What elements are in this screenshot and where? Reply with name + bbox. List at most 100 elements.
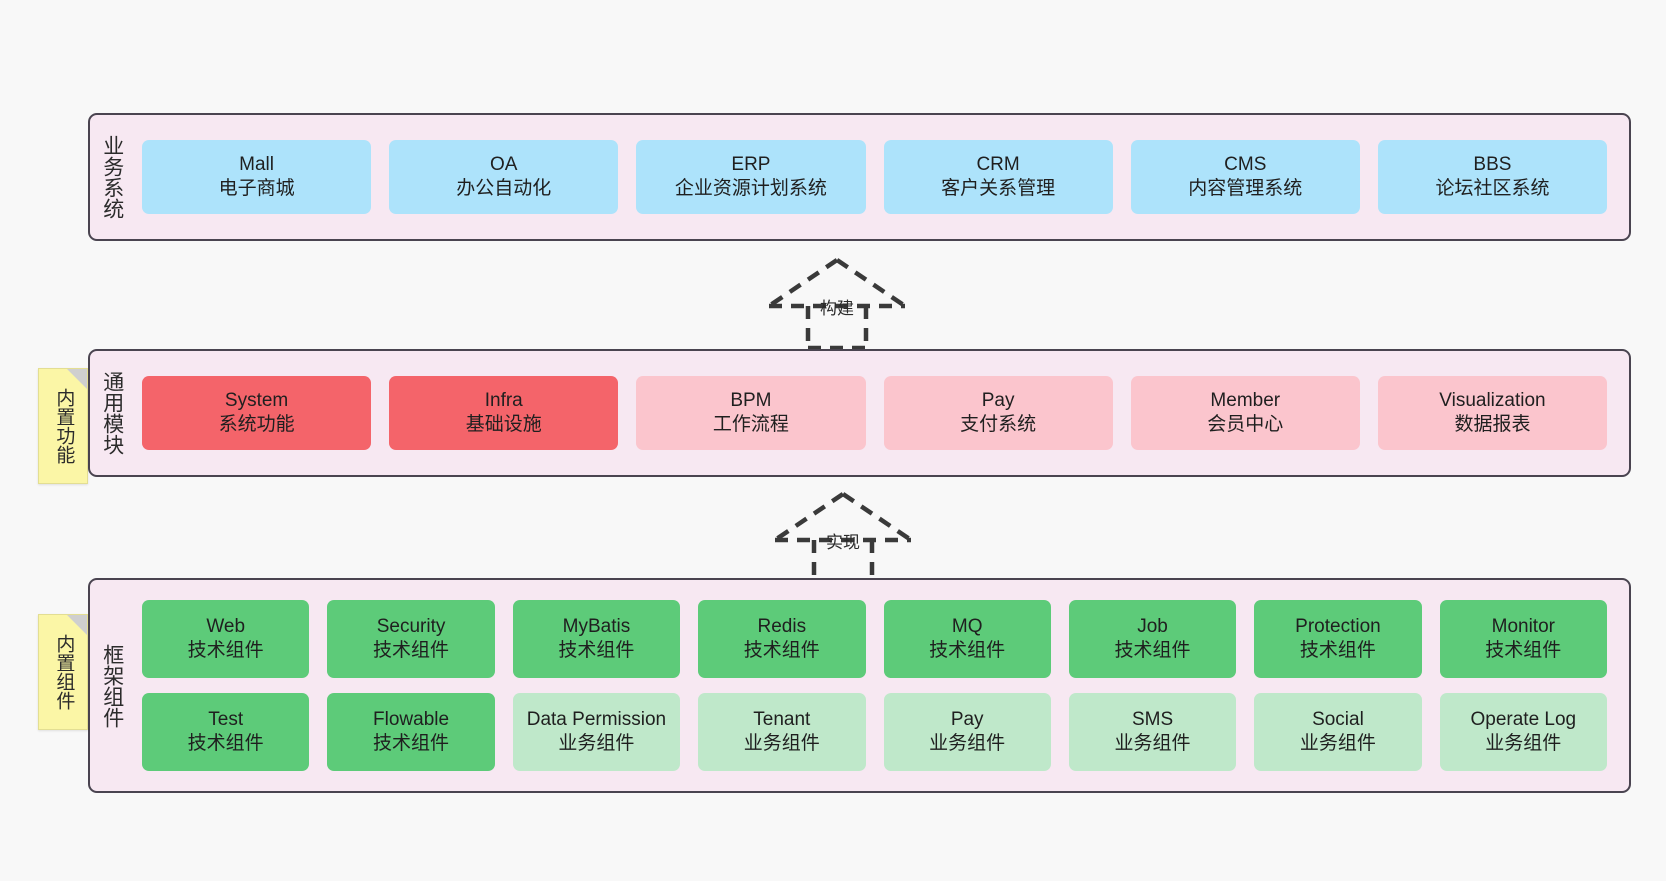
box-flowable-subtitle: 技术组件 [373,733,450,754]
box-crm-title: CRM [976,153,1020,175]
note-fold-corner-icon [67,369,87,389]
box-crm[interactable]: CRM 客户关系管理 [883,140,1113,214]
box-mybatis[interactable]: MyBatis 技术组件 [512,600,681,678]
layer-body-common-module: System 系统功能 Infra 基础设施 BPM 工作流程 Pay 支付系统… [134,351,1629,475]
box-bbs-subtitle: 论坛社区系统 [1435,178,1550,199]
box-monitor[interactable]: Monitor 技术组件 [1439,600,1607,678]
box-infra-subtitle: 基础设施 [465,414,542,435]
row-common-modules: System 系统功能 Infra 基础设施 BPM 工作流程 Pay 支付系统… [142,376,1608,450]
box-web-subtitle: 技术组件 [187,640,264,661]
box-visualization[interactable]: Visualization 数据报表 [1377,376,1608,450]
box-mybatis-title: MyBatis [562,615,631,637]
box-security[interactable]: Security 技术组件 [327,600,495,678]
box-bpm-subtitle: 工作流程 [712,414,789,435]
box-cms[interactable]: CMS 内容管理系统 [1130,140,1360,214]
box-mq-title: MQ [951,615,983,637]
row-business-components: Test 技术组件 Flowable 技术组件 Data Permission … [142,693,1607,771]
box-oa-title: OA [490,153,518,175]
box-sms[interactable]: SMS 业务组件 [1068,693,1237,771]
box-system-title: System [224,389,289,411]
box-tenant-title: Tenant [753,708,811,730]
box-oa-subtitle: 办公自动化 [456,178,552,199]
box-pay-module[interactable]: Pay 支付系统 [883,376,1113,450]
box-mall-title: Mall [239,153,274,175]
connector-build-label: 构建 [820,299,854,318]
box-job-title: Job [1137,615,1168,637]
box-mq-subtitle: 技术组件 [929,640,1006,661]
box-sms-subtitle: 业务组件 [1114,733,1191,754]
box-member[interactable]: Member 会员中心 [1130,376,1360,450]
box-tenant[interactable]: Tenant 业务组件 [698,693,866,771]
box-web[interactable]: Web 技术组件 [142,600,310,678]
connector-build: 构建 [762,256,912,351]
layer-title-framework-component: 框架组件 [100,643,124,728]
box-cms-title: CMS [1224,153,1267,175]
box-monitor-subtitle: 技术组件 [1485,640,1562,661]
box-redis-title: Redis [757,615,807,637]
note-built-in-components[interactable]: 内置组件 [38,614,88,730]
box-pay-module-subtitle: 支付系统 [960,414,1037,435]
box-redis-subtitle: 技术组件 [743,640,820,661]
box-operate-log[interactable]: Operate Log 业务组件 [1439,693,1607,771]
box-system-subtitle: 系统功能 [218,414,295,435]
box-cms-subtitle: 内容管理系统 [1188,178,1303,199]
note-built-in-functions-label: 内置功能 [53,388,75,464]
box-visualization-title: Visualization [1439,389,1546,411]
layer-common-module[interactable]: 通用模块 System 系统功能 Infra 基础设施 BPM 工作流程 Pay… [88,349,1631,477]
box-operate-log-title: Operate Log [1470,708,1577,730]
box-mall[interactable]: Mall 电子商城 [142,140,372,214]
box-erp[interactable]: ERP 企业资源计划系统 [636,140,866,214]
box-redis[interactable]: Redis 技术组件 [698,600,866,678]
box-visualization-subtitle: 数据报表 [1454,414,1531,435]
box-mall-subtitle: 电子商城 [218,178,295,199]
box-tenant-subtitle: 业务组件 [743,733,820,754]
box-job[interactable]: Job 技术组件 [1068,600,1237,678]
layer-title-common-module: 通用模块 [100,371,124,455]
layer-framework-component[interactable]: 框架组件 Web 技术组件 Security 技术组件 MyBatis 技术组件… [88,578,1631,793]
box-security-subtitle: 技术组件 [373,640,450,661]
box-web-title: Web [206,615,246,637]
box-bpm[interactable]: BPM 工作流程 [636,376,866,450]
layer-title-business-system: 业务系统 [100,135,124,219]
arrow-head-right-edge [835,258,907,308]
box-bbs-title: BBS [1473,153,1512,175]
box-protection-subtitle: 技术组件 [1299,640,1376,661]
box-social[interactable]: Social 业务组件 [1254,693,1422,771]
arrow-head-right-edge [841,492,913,542]
box-crm-subtitle: 客户关系管理 [941,178,1056,199]
layer-business-system[interactable]: 业务系统 Mall 电子商城 OA 办公自动化 ERP 企业资源计划系统 CRM… [88,113,1631,241]
box-bbs[interactable]: BBS 论坛社区系统 [1377,140,1608,214]
box-flowable-title: Flowable [373,708,450,730]
box-data-permission[interactable]: Data Permission 业务组件 [512,693,681,771]
box-test-title: Test [208,708,244,730]
box-infra[interactable]: Infra 基础设施 [389,376,619,450]
box-bpm-title: BPM [730,389,772,411]
box-infra-title: Infra [484,389,523,411]
box-oa[interactable]: OA 办公自动化 [389,140,619,214]
note-built-in-components-label: 内置组件 [53,634,75,710]
box-security-title: Security [376,615,446,637]
arrow-head-left-edge [767,258,839,308]
box-protection[interactable]: Protection 技术组件 [1254,600,1422,678]
box-system[interactable]: System 系统功能 [142,376,372,450]
box-data-permission-title: Data Permission [526,708,667,730]
box-job-subtitle: 技术组件 [1114,640,1191,661]
box-pay-component-subtitle: 业务组件 [929,733,1006,754]
box-erp-subtitle: 企业资源计划系统 [674,178,827,199]
box-test[interactable]: Test 技术组件 [142,693,310,771]
note-fold-corner-icon [67,615,87,635]
note-built-in-functions[interactable]: 内置功能 [38,368,88,484]
box-flowable[interactable]: Flowable 技术组件 [327,693,495,771]
connector-realize: 实现 [768,490,918,585]
box-operate-log-subtitle: 业务组件 [1485,733,1562,754]
box-sms-title: SMS [1131,708,1174,730]
box-erp-title: ERP [731,153,771,175]
box-member-title: Member [1210,389,1281,411]
box-mq[interactable]: MQ 技术组件 [883,600,1051,678]
box-pay-component[interactable]: Pay 业务组件 [883,693,1051,771]
box-protection-title: Protection [1295,615,1381,637]
arrow-head-left-edge [773,492,845,542]
box-social-title: Social [1312,708,1364,730]
connector-realize-label: 实现 [826,533,860,552]
